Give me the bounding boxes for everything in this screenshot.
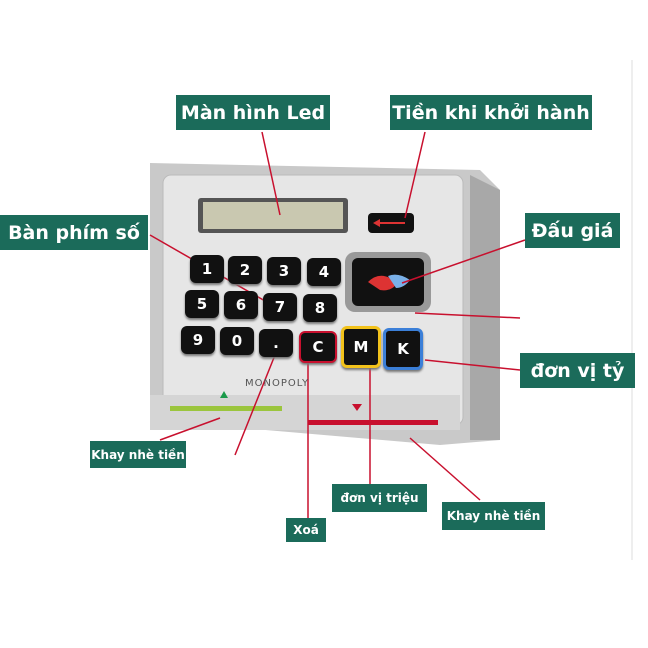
label-billion-unit: đơn vị tỷ: [520, 353, 635, 388]
key-3[interactable]: 3: [267, 257, 301, 285]
led-screen: [203, 202, 343, 229]
label-keypad: Bàn phím số: [0, 215, 148, 250]
label-auction: Đấu giá: [525, 213, 620, 248]
label-clear: Xoá: [286, 518, 326, 542]
key-9[interactable]: 9: [181, 326, 215, 354]
label-start-money: Tiền khi khởi hành: [390, 95, 592, 130]
key-4[interactable]: 4: [307, 258, 341, 286]
label-million-unit: đơn vị triệu: [332, 484, 427, 512]
key-6[interactable]: 6: [224, 291, 258, 319]
key-0[interactable]: 0: [220, 327, 254, 355]
key-dot[interactable]: .: [259, 329, 293, 357]
key-8[interactable]: 8: [303, 294, 337, 322]
label-card-slot-left: Khay nhè tiền: [90, 441, 186, 468]
card-slot-right: [308, 420, 438, 425]
card-slot-left: [170, 406, 282, 411]
key-million[interactable]: M: [341, 326, 381, 368]
plus-triangle-icon: [220, 391, 228, 398]
arrow-icon: [373, 219, 380, 227]
key-2[interactable]: 2: [228, 256, 262, 284]
key-1[interactable]: 1: [190, 255, 224, 283]
key-7[interactable]: 7: [263, 293, 297, 321]
key-billion[interactable]: K: [383, 328, 423, 370]
label-card-slot-right: Khay nhè tiền: [442, 502, 545, 530]
minus-triangle-icon: [352, 404, 362, 411]
key-clear[interactable]: C: [299, 331, 337, 363]
brand-logo: MONOPOLY: [245, 378, 310, 389]
label-led-screen: Màn hình Led: [176, 95, 330, 130]
key-5[interactable]: 5: [185, 290, 219, 318]
